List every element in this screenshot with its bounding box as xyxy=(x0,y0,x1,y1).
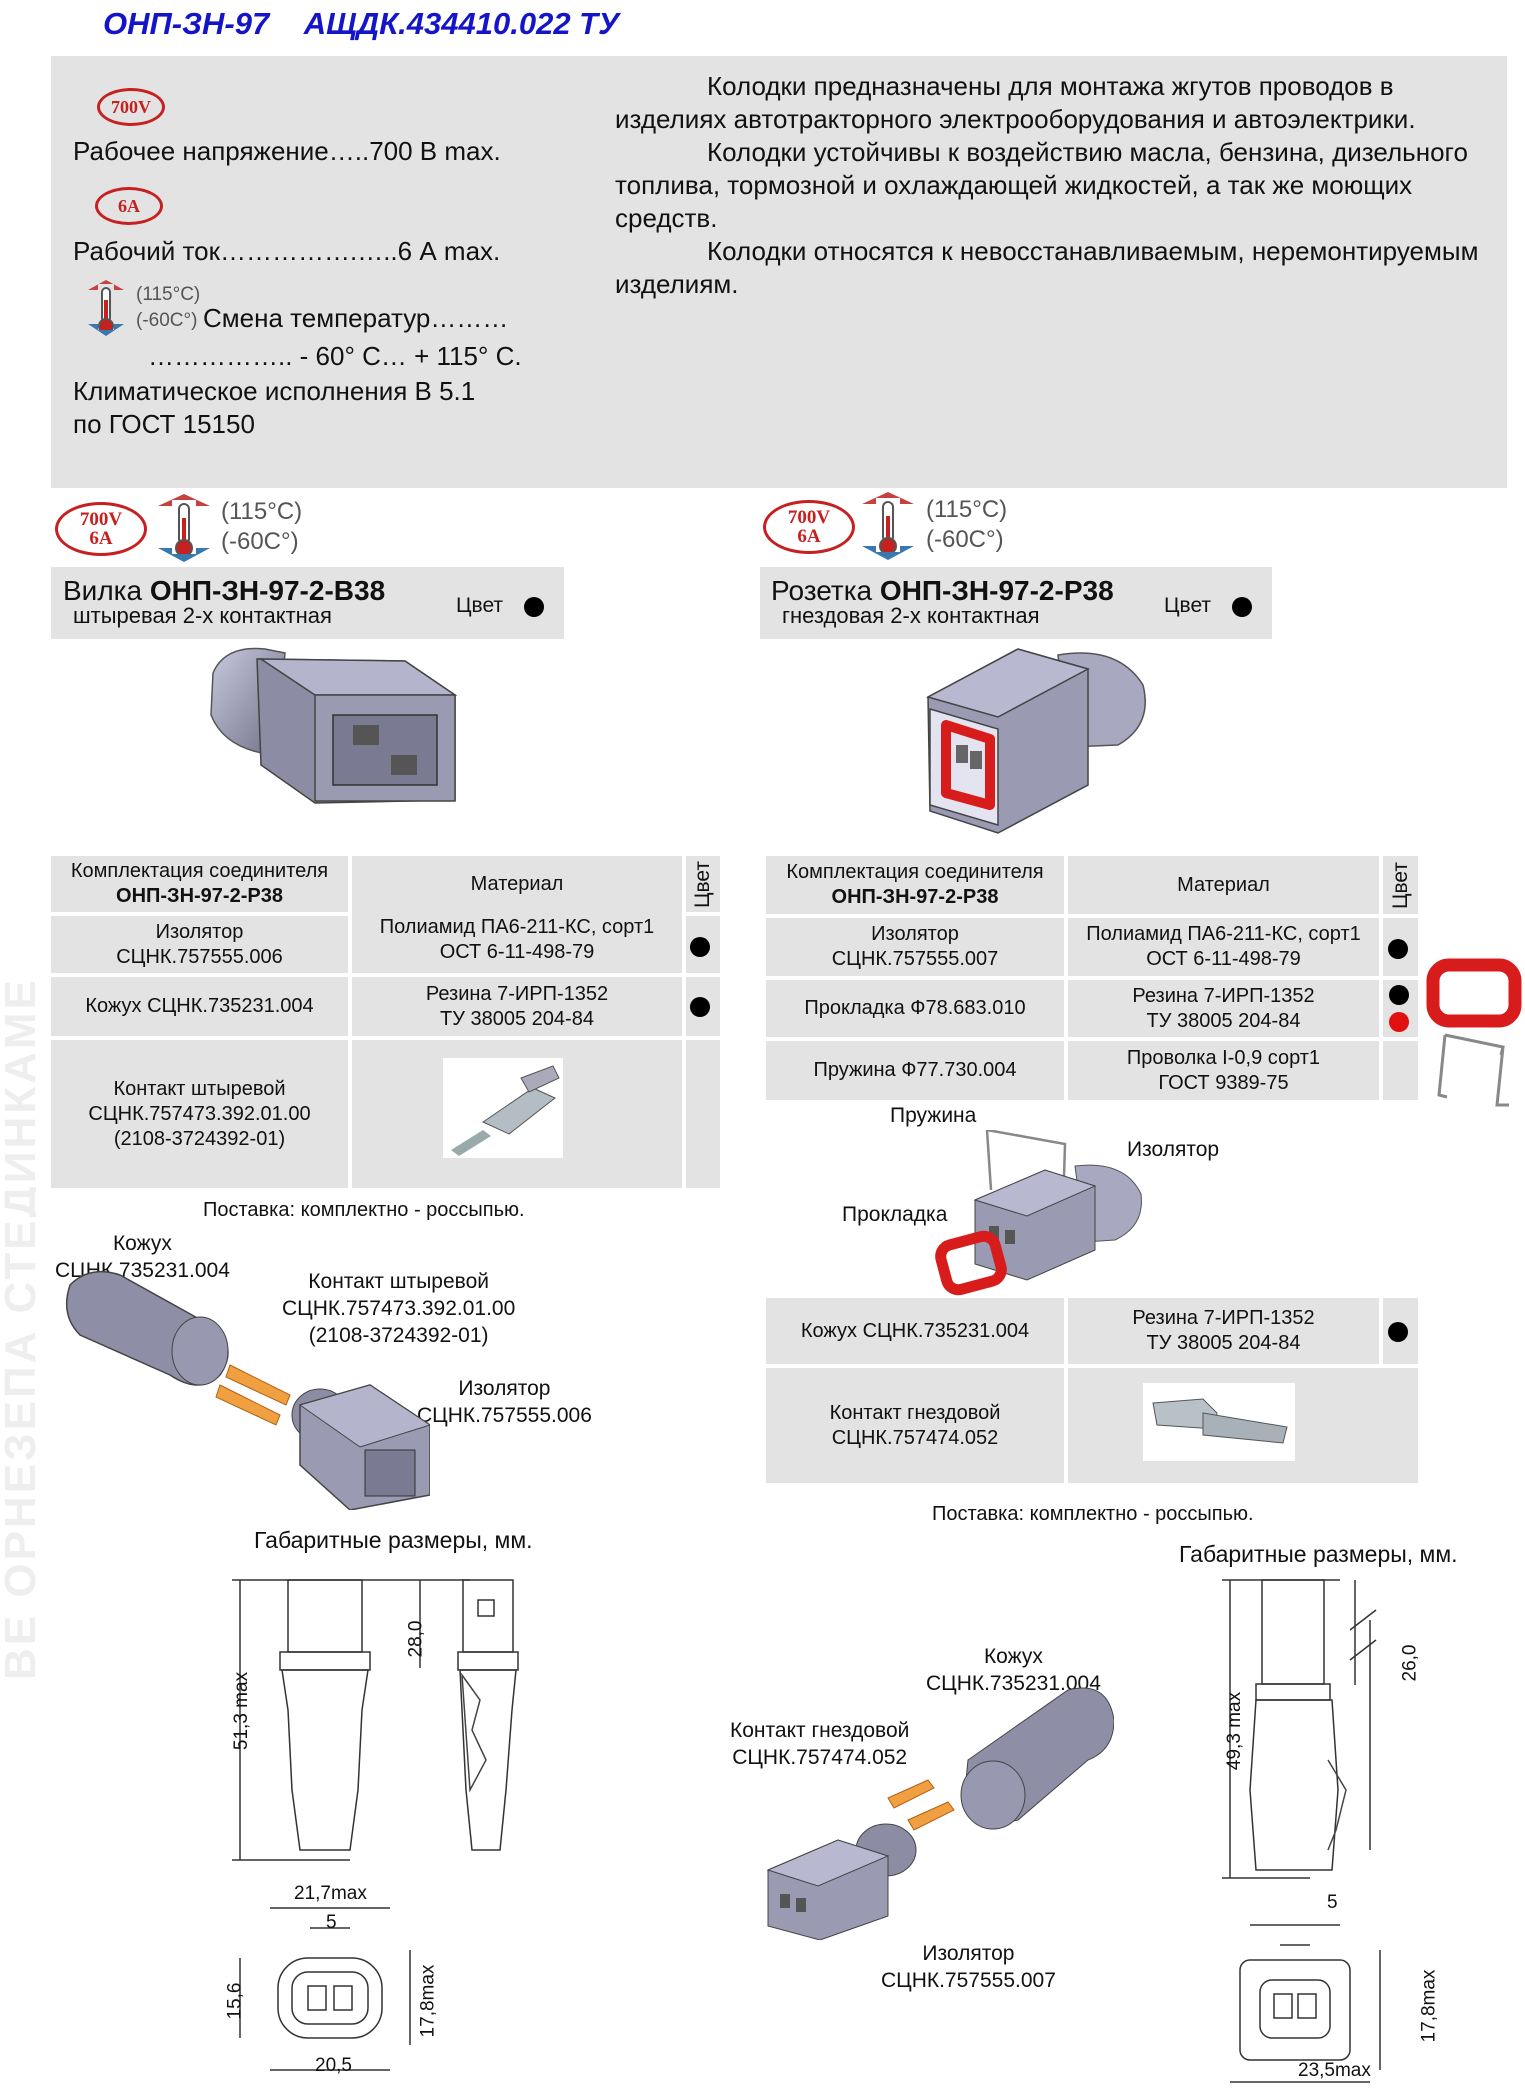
right-title: Розетка ОНП-ЗН-97-2-Р38 xyxy=(771,575,1114,606)
temp-spec-line2: …………….. - 60° C… + 115° C. xyxy=(148,341,522,371)
right-label-gasket: Прокладка xyxy=(842,1203,948,1226)
right-dim-hm: 17,8max xyxy=(1418,1969,1440,2043)
left-dims-title: Габаритные размеры, мм. xyxy=(254,1527,533,1553)
left-exploded-view-image xyxy=(65,1270,430,1510)
right-supply: Поставка: комплектно - россыпью. xyxy=(932,1503,1254,1525)
right-row-insulator-color xyxy=(1388,939,1408,959)
right-row-cover-name: Кожух СЦНК.735231.004 xyxy=(766,1298,1064,1364)
left-col-header-material: Материал xyxy=(352,856,682,912)
right-color-dot xyxy=(1232,597,1252,617)
left-row-insulator-color xyxy=(690,937,710,957)
watermark: ВЕ ОРНЕЗЕПА СТЕДИНКАМЕ xyxy=(0,977,36,1680)
voltage-spec: Рабочее напряжение…..700 В max. xyxy=(73,136,501,166)
right-subtitle: гнездовая 2-х контактная xyxy=(782,603,1040,628)
right-dims-title: Габаритные размеры, мм. xyxy=(1179,1541,1458,1567)
thermometer-icon xyxy=(88,280,124,336)
socket-contact-image xyxy=(1143,1383,1295,1461)
right-exploded-view-image xyxy=(766,1687,1114,1940)
left-temp-high: (115°C) xyxy=(221,498,303,525)
header-model: ОНП-ЗН-97 xyxy=(103,6,270,41)
right-color-label: Цвет xyxy=(1164,594,1212,617)
temp-high: (115°C) xyxy=(136,284,201,305)
left-thermometer-icon xyxy=(158,494,210,562)
plug-connector-image xyxy=(210,647,458,804)
right-dim-height: 49,3 max xyxy=(1224,1691,1246,1771)
right-temp-high: (115°C) xyxy=(926,496,1008,523)
desc-p1: Колодки предназначены для монтажа жгутов… xyxy=(615,71,1416,134)
left-supply: Поставка: комплектно - россыпью. xyxy=(203,1199,525,1221)
right-row-gasket-material: Резина 7-ИРП-1352 ТУ 38005 204-84 xyxy=(1068,980,1379,1037)
left-title-box xyxy=(51,567,564,639)
voltage-badge-icon: 700V xyxy=(97,88,165,126)
page-header: ОНП-ЗН-97 АЩДК.434410.022 ТУ xyxy=(103,6,619,42)
right-row-gasket-color-red xyxy=(1389,1012,1409,1032)
left-part-insulator-label: Изолятор СЦНК.757555.006 xyxy=(417,1377,592,1427)
left-dim-hb: 15,6 xyxy=(224,1982,246,2020)
pin-contact-image xyxy=(443,1058,563,1158)
right-dimension-drawing xyxy=(1222,1579,1381,2083)
left-dim-w5: 5 xyxy=(326,1912,337,1933)
gasket-spring-image xyxy=(1426,958,1522,1107)
desc-p3: Колодки относятся к невосстанавливаемым,… xyxy=(615,236,1479,299)
right-col-header-color: Цвет xyxy=(1383,856,1418,914)
left-dim-height: 51,3 max xyxy=(231,1671,253,1751)
right-row-cover-color xyxy=(1388,1322,1408,1342)
right-row-contact-name: Контакт гнездовой СЦНК.757474.052 xyxy=(766,1368,1064,1483)
header-spec: АЩДК.434410.022 ТУ xyxy=(303,6,620,41)
right-dim-w5: 5 xyxy=(1327,1892,1338,1913)
climate-line1: Климатическое исполнения В 5.1 xyxy=(73,376,476,406)
right-part-insulator-label: Изолятор СЦНК.757555.007 xyxy=(881,1942,1056,1992)
right-label-spring: Пружина xyxy=(890,1104,977,1127)
left-col-header-color: Цвет xyxy=(686,856,720,912)
left-row-cover-material: Резина 7-ИРП-1352 ТУ 38005 204-84 xyxy=(352,977,682,1036)
right-part-cover-label: Кожух СЦНК.735231.004 xyxy=(926,1645,1101,1695)
right-dim-height2: 26,0 xyxy=(1399,1644,1421,1682)
left-dim-width: 21,7max xyxy=(294,1883,367,1904)
left-color-label: Цвет xyxy=(456,594,504,617)
socket-connector-image xyxy=(926,648,1146,834)
right-dim-wb: 23,5max xyxy=(1298,2060,1371,2081)
left-subtitle: штыревая 2-х контактная xyxy=(73,603,332,628)
right-row-gasket-color-black xyxy=(1389,985,1409,1005)
right-row-spring-name: Пружина Ф77.730.004 xyxy=(766,1041,1064,1100)
right-part-contact-label: Контакт гнездовой СЦНК.757474.052 xyxy=(730,1719,910,1769)
socket-assembly-image xyxy=(935,1130,1142,1296)
description: Колодки предназначены для монтажа жгутов… xyxy=(615,70,1495,301)
right-title-box xyxy=(760,567,1272,639)
left-row-cover-color xyxy=(690,997,710,1017)
left-title: Вилка ОНП-ЗН-97-2-В38 xyxy=(63,575,386,606)
temp-low: (-60C°) xyxy=(136,310,198,331)
spec-panel xyxy=(51,56,1507,488)
left-dim-height2: 28,0 xyxy=(405,1620,427,1658)
right-temp-low: (-60C°) xyxy=(926,526,1004,553)
climate-line2: по ГОСТ 15150 xyxy=(73,409,255,439)
temp-spec-line1: Смена температур……… xyxy=(203,303,509,333)
left-dimension-drawing xyxy=(232,1579,519,2071)
left-row-insulator-name: Изолятор СЦНК.757555.006 xyxy=(51,916,348,973)
right-row-insulator-name: Изолятор СЦНК.757555.007 xyxy=(766,918,1064,976)
right-row-spring-material: Проволка I-0,9 сорт1 ГОСТ 9389-75 xyxy=(1068,1041,1379,1100)
left-row-insulator-material: Полиамид ПА6-211-КС, сорт1 ОСТ 6-11-498-… xyxy=(352,911,682,968)
left-color-dot xyxy=(524,597,544,617)
left-dim-wb: 20,5 xyxy=(315,2055,352,2076)
desc-p2: Колодки устойчивы к воздействию масла, б… xyxy=(615,137,1468,233)
left-row-contact-name: Контакт штыревой СЦНК.757473.392.01.00 (… xyxy=(51,1040,348,1188)
right-row-cover-material: Резина 7-ИРП-1352 ТУ 38005 204-84 xyxy=(1068,1298,1379,1364)
right-thermometer-icon xyxy=(862,492,914,560)
right-row-insulator-material: Полиамид ПА6-211-КС, сорт1 ОСТ 6-11-498-… xyxy=(1068,918,1379,976)
left-row-cover-name: Кожух СЦНК.735231.004 xyxy=(51,977,348,1036)
right-col-header-material: Материал xyxy=(1068,856,1379,914)
current-badge-icon: 6A xyxy=(95,187,163,225)
left-temp-low: (-60C°) xyxy=(221,528,299,555)
left-dim-hm: 17,8max xyxy=(417,1964,439,2038)
current-spec: Рабочий ток…………….…..6 А max. xyxy=(73,236,501,266)
right-row-gasket-name: Прокладка Ф78.683.010 xyxy=(766,980,1064,1037)
right-label-insulator: Изолятор xyxy=(1127,1138,1220,1161)
left-part-contact-label: Контакт штыревой СЦНК.757473.392.01.00 (… xyxy=(282,1270,516,1347)
